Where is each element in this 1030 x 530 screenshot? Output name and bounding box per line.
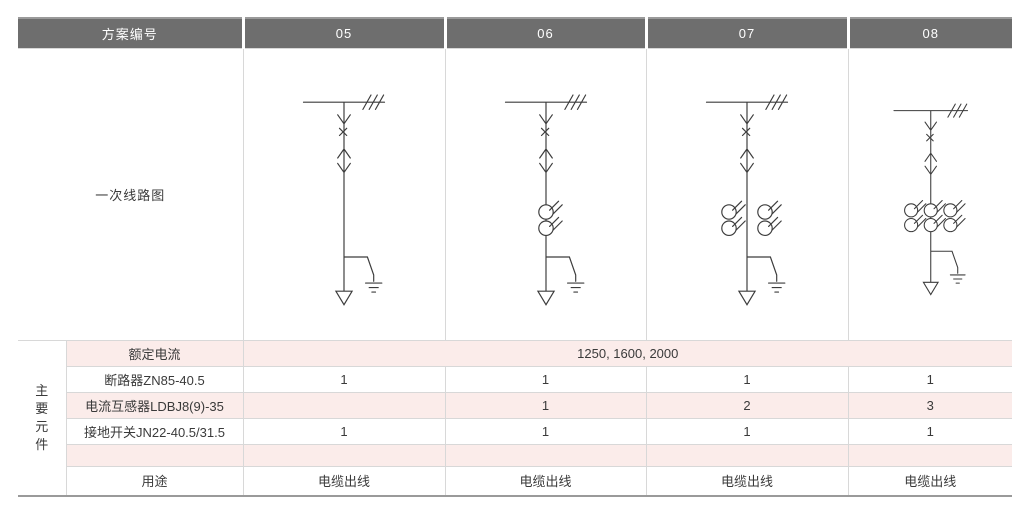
cell-value <box>645 443 849 467</box>
cable-termination-icon <box>737 290 757 306</box>
circuit-lines <box>705 94 789 293</box>
cell-value <box>242 443 446 467</box>
row-label: 用途 <box>65 465 244 497</box>
cell-value: 电缆出线 <box>645 465 849 497</box>
row-label: 接地开关JN22-40.5/31.5 <box>65 417 244 445</box>
current-transformer-icon <box>903 217 918 233</box>
header-scheme-08: 08 <box>846 18 1013 48</box>
current-transformer-icon <box>721 204 737 220</box>
header-scheme-07: 07 <box>644 18 849 48</box>
current-transformer-icon <box>721 220 737 236</box>
header-scheme-number-label: 方案编号 <box>18 18 244 48</box>
current-transformer-icon <box>923 203 938 218</box>
diagram-cell-08 <box>847 47 1013 341</box>
cell-value: 1 <box>645 365 849 393</box>
ct-hash-mark <box>768 216 782 231</box>
current-transformer-icon <box>942 203 957 218</box>
ct-hash-mark <box>732 200 746 215</box>
cell-value: 1 <box>242 417 446 445</box>
main-components-char: 要 <box>35 401 49 417</box>
diagram-cell-07 <box>645 47 849 341</box>
ct-hash-mark <box>913 200 926 213</box>
diagram-cell-05 <box>242 47 446 341</box>
circuit-lines <box>504 94 587 293</box>
circuit-lines <box>892 103 968 284</box>
single-line-diagram-08 <box>892 103 968 296</box>
circuit-lines <box>302 94 386 293</box>
current-transformer-icon <box>942 217 957 233</box>
ct-hash-mark <box>933 214 946 228</box>
header-scheme-05: 05 <box>241 18 446 48</box>
cell-value: 1 <box>444 391 647 419</box>
ct-hash-mark <box>913 214 926 228</box>
ct-hash-mark <box>548 216 563 231</box>
single-line-diagram-07 <box>705 94 789 306</box>
ct-hash-mark <box>548 200 563 215</box>
current-transformer-icon <box>903 203 918 218</box>
rated-current-value: 1250, 1600, 2000 <box>242 339 1013 367</box>
row-label: 电流互感器LDBJ8(9)-35 <box>65 391 244 419</box>
current-transformer-icon <box>537 204 554 220</box>
main-components-char: 元 <box>35 419 49 435</box>
cell-value <box>444 443 647 467</box>
current-transformer-icon <box>757 204 773 220</box>
table-row <box>18 443 1013 467</box>
cell-value <box>242 391 446 419</box>
diagram-row: 一次线路图 <box>17 47 1013 341</box>
header-scheme-06: 06 <box>443 18 647 48</box>
cable-termination-icon <box>334 290 354 306</box>
cell-value: 电缆出线 <box>242 465 446 497</box>
main-components-char: 件 <box>35 437 49 453</box>
ct-hash-mark <box>732 216 746 231</box>
header-row: 方案编号 05 06 07 08 <box>18 18 1013 48</box>
cable-termination-icon <box>921 281 939 296</box>
cell-value: 1 <box>847 365 1013 393</box>
main-components-label: 主要元件 <box>17 339 67 497</box>
cell-value: 3 <box>847 391 1013 419</box>
current-transformer-icon <box>757 220 773 236</box>
diagram-cell-06 <box>444 47 647 341</box>
cell-value: 电缆出线 <box>444 465 647 497</box>
current-transformer-icon <box>923 217 938 233</box>
cell-value: 1 <box>444 417 647 445</box>
row-label <box>65 443 244 467</box>
table-row: 用途电缆出线电缆出线电缆出线电缆出线 <box>18 465 1013 497</box>
cell-value: 1 <box>242 365 446 393</box>
ct-hash-mark <box>933 200 946 213</box>
ct-hash-mark <box>952 200 966 213</box>
row-label: 额定电流 <box>65 339 244 367</box>
cable-termination-icon <box>536 290 555 306</box>
current-transformer-icon <box>537 220 554 236</box>
cell-value: 1 <box>645 417 849 445</box>
cell-value: 2 <box>645 391 849 419</box>
cell-value: 1 <box>444 365 647 393</box>
row-label: 断路器ZN85-40.5 <box>65 365 244 393</box>
single-line-diagram-05 <box>302 94 386 306</box>
diagram-row-label: 一次线路图 <box>17 47 244 341</box>
ct-hash-mark <box>768 200 782 215</box>
single-line-diagram-06 <box>504 94 587 306</box>
cell-value: 电缆出线 <box>847 465 1013 497</box>
ct-hash-mark <box>952 214 966 228</box>
main-components-char: 主 <box>35 383 49 399</box>
scheme-table: 方案编号 05 06 07 08 一次线路图 <box>17 17 1013 497</box>
cell-value: 1 <box>847 417 1013 445</box>
cell-value <box>847 443 1013 467</box>
